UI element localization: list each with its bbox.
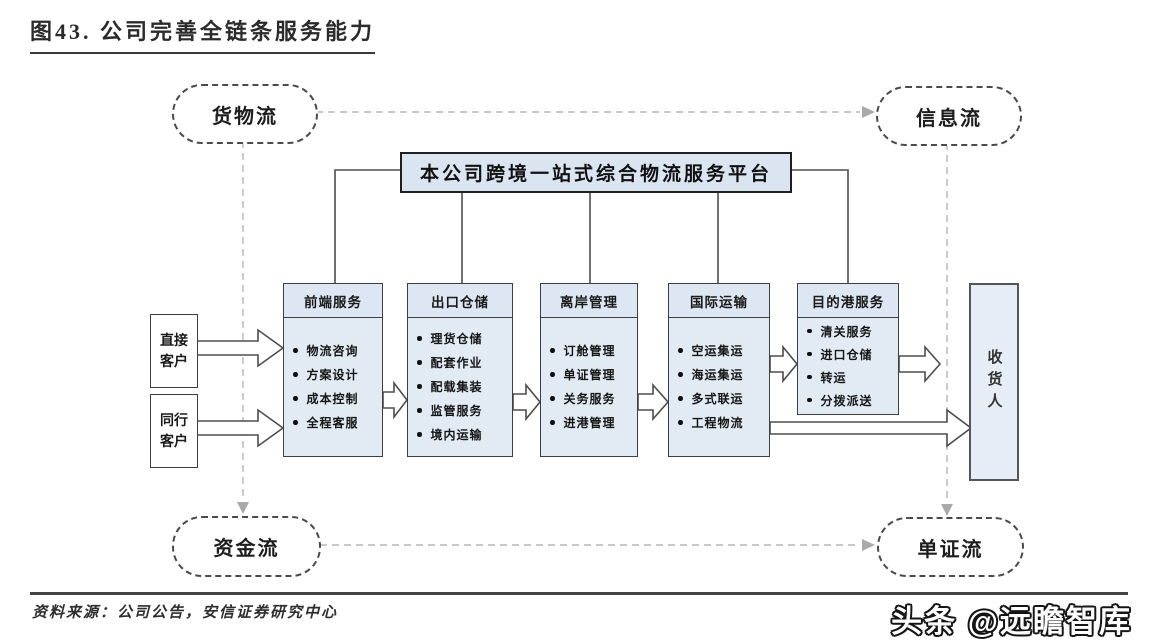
arrow-intl-to-destination [769, 344, 799, 384]
arrowhead-into-document-top [941, 504, 953, 516]
service-header: 前端服务 [283, 283, 383, 318]
service-header: 目的港服务 [797, 283, 899, 318]
service-item: 进港管理 [550, 411, 637, 435]
service-item: 境内运输 [417, 423, 512, 447]
arrowhead-into-info [862, 106, 875, 118]
bullet-icon [417, 432, 422, 437]
service-item: 海运集运 [678, 363, 769, 387]
bullet-icon [293, 420, 298, 425]
service-item: 多式联运 [678, 387, 769, 411]
bullet-icon [417, 408, 422, 413]
arrow-warehouse-to-offshore [512, 382, 542, 422]
service-item: 配载集装 [417, 375, 512, 399]
arrow-frontend-to-warehouse [382, 380, 409, 420]
receiver-box: 收货人 [969, 283, 1019, 481]
service-item-list: 物流咨询 方案设计 成本控制 全程客服 [284, 339, 382, 435]
service-item: 关务服务 [550, 387, 637, 411]
service-item: 工程物流 [678, 411, 769, 435]
service-item-list: 订舱管理 单证管理 关务服务 进港管理 [541, 339, 637, 435]
bullet-icon [678, 420, 683, 425]
service-header: 出口仓储 [407, 283, 513, 318]
service-box-offshore: 离岸管理 订舱管理 单证管理 关务服务 进港管理 [540, 283, 638, 457]
receiver-label: 收货人 [985, 349, 1003, 415]
bullet-icon [678, 348, 683, 353]
arrowhead-into-capital [237, 502, 249, 514]
service-item: 方案设计 [293, 363, 382, 387]
service-item-list: 理货仓储 配套作业 配载集装 监管服务 境内运输 [408, 327, 512, 447]
arrow-intl-to-receiver-long [769, 408, 973, 448]
bullet-icon [550, 348, 555, 353]
service-item: 配套作业 [417, 351, 512, 375]
arrow-offshore-to-intl [637, 382, 670, 422]
arrow-direct-client-to-frontend [195, 328, 285, 368]
service-item: 单证管理 [550, 363, 637, 387]
bullet-icon [417, 360, 422, 365]
bullet-icon [807, 351, 812, 357]
service-header: 离岸管理 [540, 283, 638, 318]
flow-node-document: 单证流 [877, 517, 1024, 577]
service-item: 全程客服 [293, 411, 382, 435]
service-item: 进口仓储 [807, 343, 898, 366]
bullet-icon [550, 420, 555, 425]
service-item: 空运集运 [678, 339, 769, 363]
service-box-frontend: 前端服务 物流咨询 方案设计 成本控制 全程客服 [283, 283, 383, 457]
figure-title: 图43. 公司完善全链条服务能力 [30, 14, 376, 54]
service-item: 转运 [807, 366, 898, 389]
bullet-icon [678, 372, 683, 377]
client-box-direct: 直接 客户 [150, 314, 198, 388]
watermark: 头条 @远瞻智库 [891, 604, 1132, 639]
service-item-list: 空运集运 海运集运 多式联运 工程物流 [669, 339, 769, 435]
service-box-international-transport: 国际运输 空运集运 海运集运 多式联运 工程物流 [668, 283, 770, 457]
service-item: 订舱管理 [550, 339, 637, 363]
bullet-icon [807, 328, 812, 334]
service-item: 成本控制 [293, 387, 382, 411]
footer-divider [30, 592, 1128, 595]
arrow-destination-to-receiver [898, 344, 942, 384]
bullet-icon [678, 396, 683, 401]
bullet-icon [807, 397, 812, 403]
bullet-icon [293, 372, 298, 377]
bullet-icon [417, 336, 422, 341]
bullet-icon [807, 374, 812, 380]
platform-box: 本公司跨境一站式综合物流服务平台 [400, 152, 792, 193]
connector-platform-destination [788, 169, 849, 283]
bullet-icon [550, 396, 555, 401]
flow-node-cargo: 货物流 [172, 84, 318, 144]
service-item-list: 清关服务 进口仓储 转运 分拨派送 [798, 320, 898, 412]
service-item: 理货仓储 [417, 327, 512, 351]
bullet-icon [550, 372, 555, 377]
bullet-icon [293, 348, 298, 353]
client-box-peer: 同行 客户 [150, 394, 198, 468]
flow-node-info: 信息流 [876, 86, 1022, 146]
service-item: 分拨派送 [807, 389, 898, 412]
service-box-export-warehouse: 出口仓储 理货仓储 配套作业 配载集装 监管服务 境内运输 [407, 283, 513, 457]
service-item: 监管服务 [417, 399, 512, 423]
arrowhead-into-document-left [862, 539, 875, 551]
service-item: 物流咨询 [293, 339, 382, 363]
service-header: 国际运输 [668, 283, 770, 318]
service-box-destination-port: 目的港服务 清关服务 进口仓储 转运 分拨派送 [797, 283, 899, 415]
bullet-icon [293, 396, 298, 401]
service-item: 清关服务 [807, 320, 898, 343]
flow-node-capital: 资金流 [172, 516, 321, 577]
connector-platform-frontend [334, 169, 400, 283]
arrow-peer-client-to-frontend [195, 408, 285, 448]
source-note: 资料来源：公司公告，安信证券研究中心 [32, 605, 339, 621]
bullet-icon [417, 384, 422, 389]
